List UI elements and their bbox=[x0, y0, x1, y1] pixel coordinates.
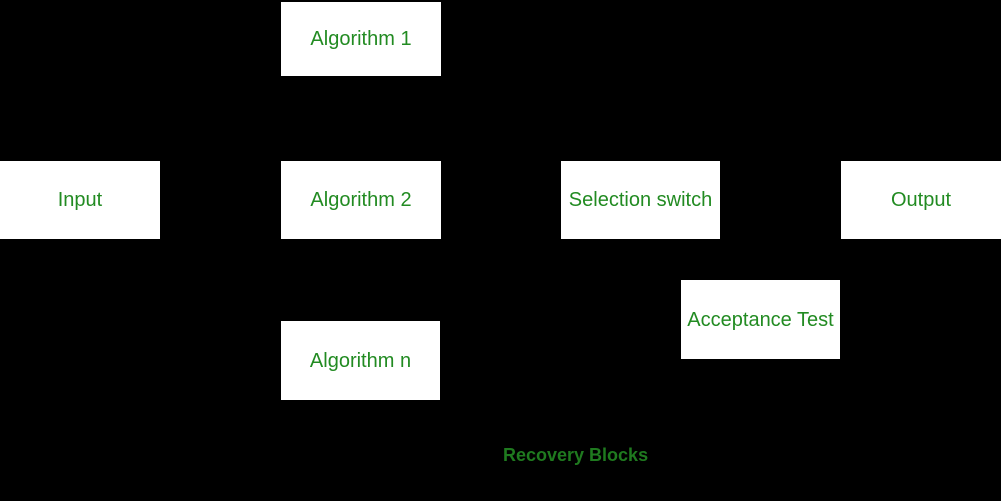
node-label: Selection switch bbox=[568, 189, 713, 211]
node-label: Acceptance Test bbox=[687, 308, 834, 331]
diagram-node-algorithm-2: Algorithm 2 bbox=[281, 161, 441, 239]
node-label: Algorithm 2 bbox=[310, 189, 412, 211]
node-label: Output bbox=[890, 189, 952, 211]
node-label: Algorithm n bbox=[309, 349, 412, 372]
diagram-node-algorithm-n: Algorithm n bbox=[281, 321, 440, 400]
diagram-node-output: Output bbox=[841, 161, 1001, 239]
diagram-node-acceptance-test: Acceptance Test bbox=[681, 280, 840, 359]
diagram-node-selection-switch: Selection switch bbox=[561, 161, 720, 239]
node-label: Algorithm 1 bbox=[310, 28, 412, 50]
diagram-node-algorithm-1: Algorithm 1 bbox=[281, 2, 441, 76]
diagram-node-input: Input bbox=[0, 161, 160, 239]
node-label: Input bbox=[57, 189, 103, 211]
diagram-caption: Recovery Blocks bbox=[503, 445, 649, 465]
